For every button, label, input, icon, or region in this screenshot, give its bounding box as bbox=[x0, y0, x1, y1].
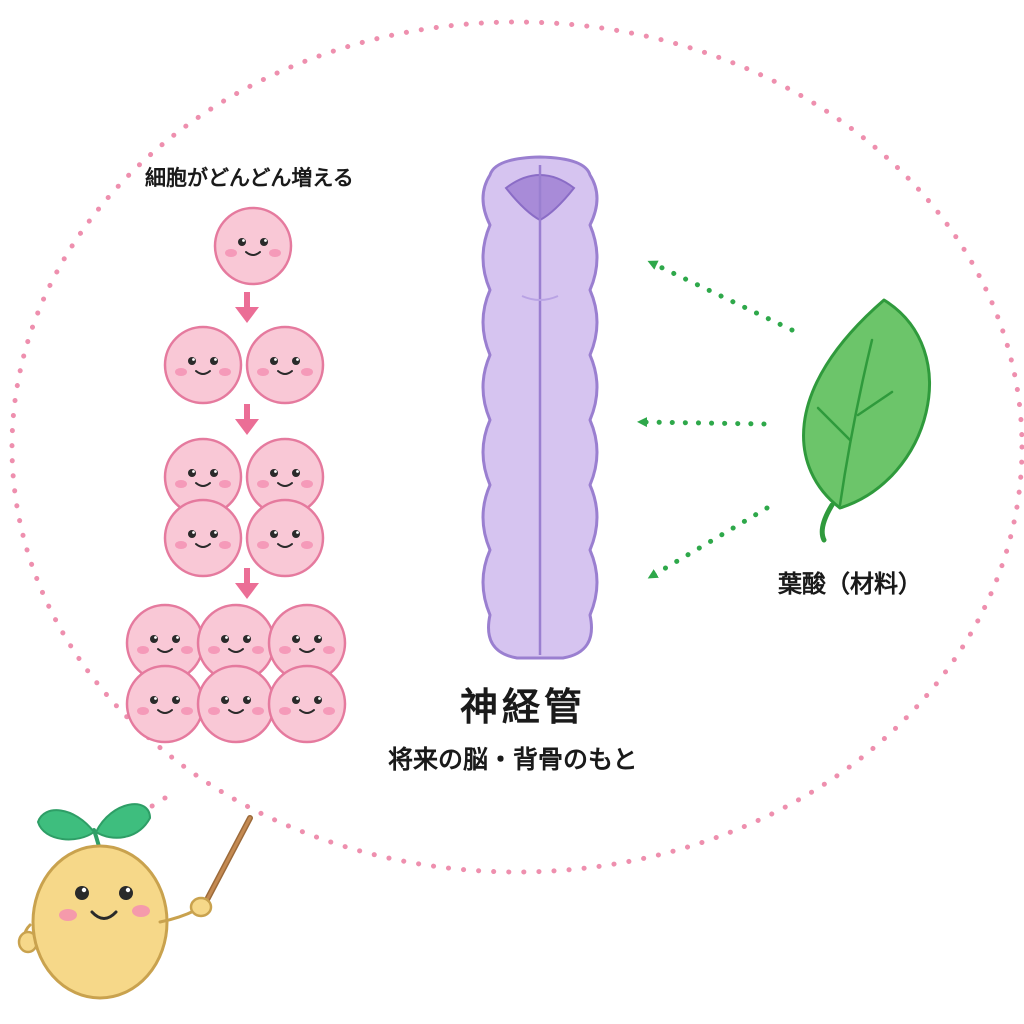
neural-tube-caption: 将来の脳・背骨のもと bbox=[388, 745, 638, 774]
sprout-bean-mascot-icon bbox=[17, 803, 253, 1000]
cell-division-stages bbox=[125, 206, 347, 744]
folic-acid-caption: 葉酸（材料） bbox=[778, 570, 922, 598]
dotted-arrow-middle bbox=[637, 417, 767, 428]
cell-division-caption: 細胞がどんどん増える bbox=[145, 166, 354, 190]
smiling-cell-icon bbox=[125, 664, 205, 744]
leaf-icon bbox=[802, 298, 931, 543]
smiling-cell-icon bbox=[267, 664, 347, 744]
dotted-arrows bbox=[637, 260, 795, 579]
neural-tube-title: 神経管 bbox=[460, 685, 587, 729]
dotted-balloon-outline bbox=[9, 19, 1024, 875]
dotted-arrow-bottom bbox=[647, 505, 770, 579]
down-arrow-head-icon bbox=[235, 583, 259, 599]
down-arrow-head-icon bbox=[235, 307, 259, 323]
dotted-arrow-top bbox=[647, 260, 795, 333]
down-arrow-head-icon bbox=[235, 419, 259, 435]
smiling-cell-icon bbox=[213, 206, 293, 286]
neural-tube-icon bbox=[481, 155, 599, 660]
smiling-cell-icon bbox=[245, 325, 325, 405]
smiling-cell-icon bbox=[196, 664, 276, 744]
smiling-cell-icon bbox=[245, 498, 325, 578]
smiling-cell-icon bbox=[163, 325, 243, 405]
smiling-cell-icon bbox=[163, 498, 243, 578]
